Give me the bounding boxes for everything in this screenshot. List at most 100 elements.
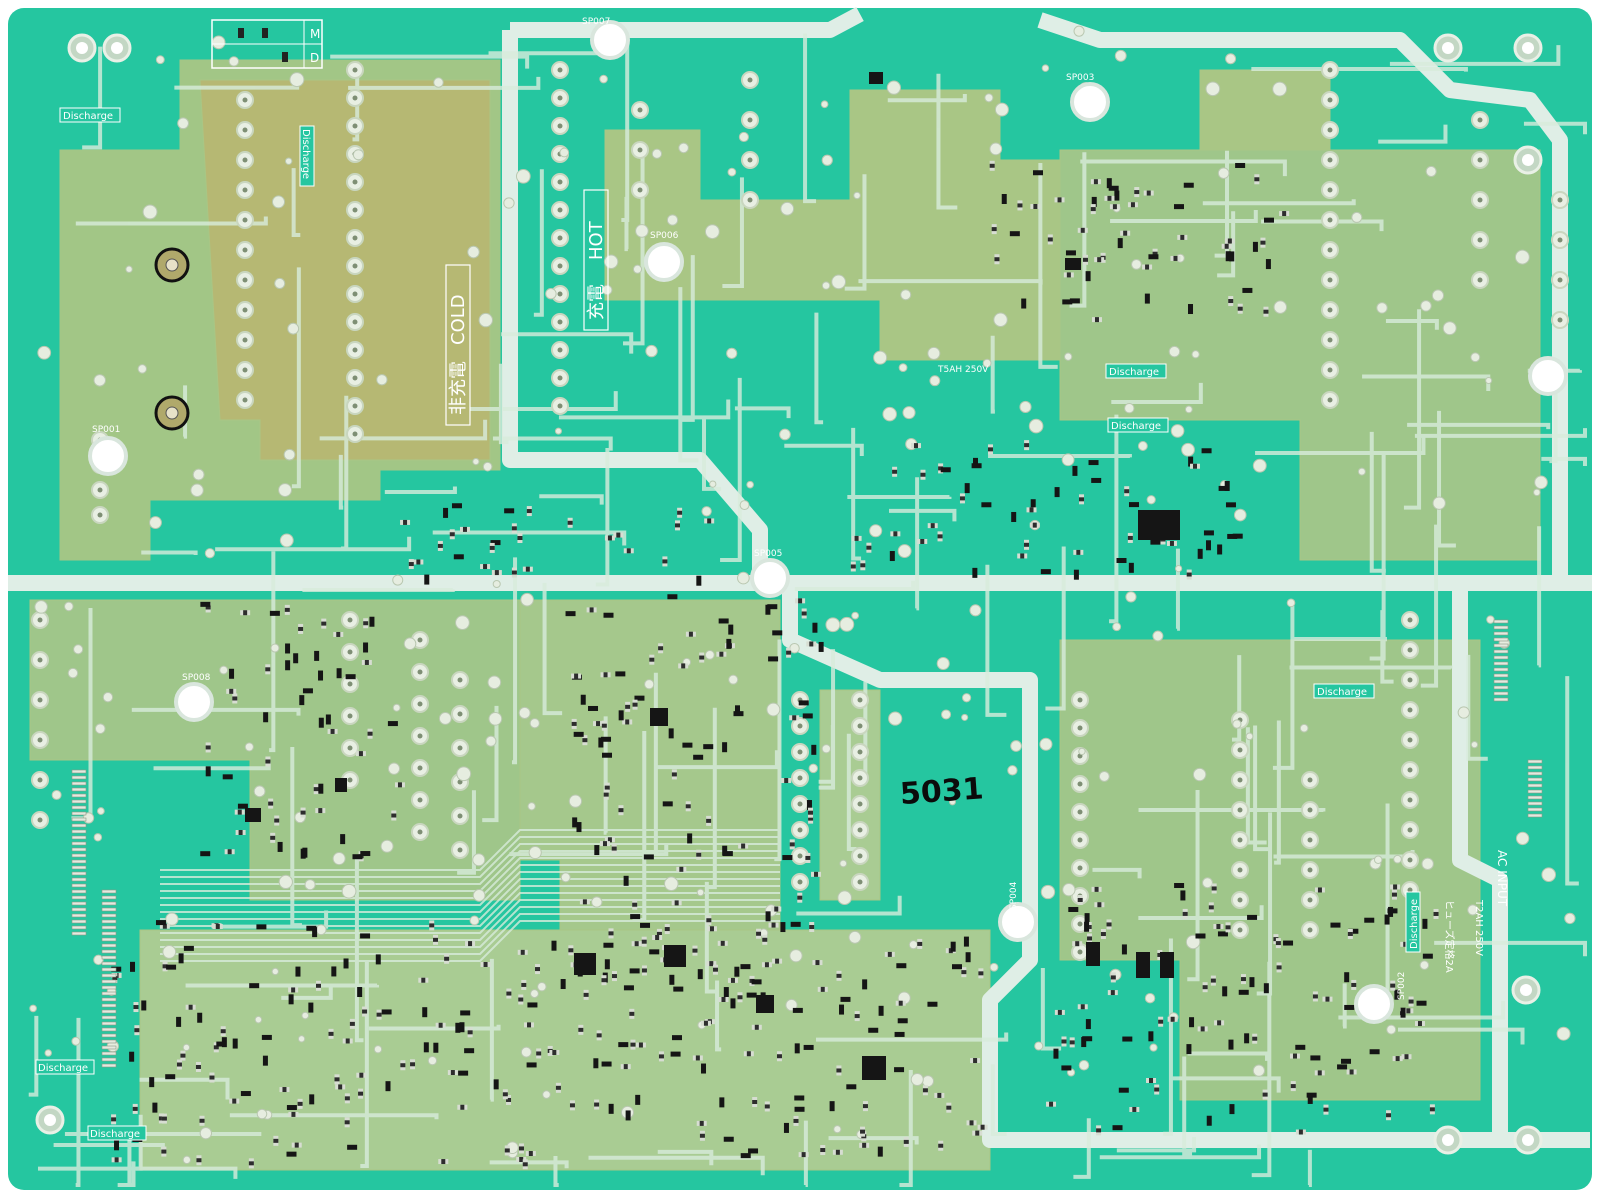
connector-pin [1493,637,1509,642]
solder-pad [821,154,833,166]
solder-pad [820,100,829,109]
smd-part [922,1085,928,1096]
solder-pad [29,1004,37,1013]
solder-pad [1112,622,1122,632]
smd-part [1077,894,1083,905]
solder-pad [1486,615,1495,624]
solder-pad [373,1045,383,1054]
smd-part [820,1145,826,1156]
smd-part [1073,549,1084,555]
smd-part [302,688,313,694]
smd-part [682,742,693,748]
smd-part [504,1145,510,1156]
pad-hole [797,775,803,781]
smd-part [240,610,251,616]
solder-pad [482,461,493,472]
smd-part [285,643,291,654]
smd-part [1403,1008,1414,1014]
smd-part [1401,1054,1412,1060]
pad-hole [347,745,353,751]
solder-pad [315,924,327,936]
pad-hole [417,637,423,643]
smd-part [792,1007,803,1013]
solder-pad [190,483,204,497]
smd-part [1143,190,1154,196]
ic-chip [1086,942,1100,966]
smd-part [802,713,813,719]
smd-part [751,1024,762,1030]
solder-pad [1419,960,1430,970]
smd-part [746,992,757,998]
solder-pad [1098,770,1110,782]
pad-hole [457,711,463,717]
connector-pin [1527,765,1543,770]
pad-hole [347,777,353,783]
smd-part [1152,248,1158,259]
smd-part [1295,1044,1306,1050]
test-point [174,682,214,722]
smd-part [1129,1106,1140,1112]
smd-part [560,979,566,990]
smd-part [868,1027,879,1033]
smd-part [490,540,501,546]
smd-part [963,936,969,947]
smd-part [394,782,405,788]
smd-part [832,1149,843,1155]
trace [1466,654,1488,761]
smd-part [978,968,984,979]
solder-pad [1146,495,1156,505]
smd-part [1082,254,1088,265]
connector-pin [71,871,87,876]
smd-part [764,1101,770,1112]
smd-part [489,542,495,553]
solder-pad [478,312,493,328]
smd-part [884,951,895,957]
smd-part [1344,1004,1355,1010]
solder-pad [341,883,357,899]
test-point-label: SP005 [754,549,782,559]
smd-part [232,693,238,704]
smd-part [1154,1084,1160,1095]
connector-pin [101,1063,117,1068]
smd-part [1433,908,1439,919]
trace [457,790,476,875]
smd-part [1263,983,1269,994]
solder-pad [1010,740,1022,752]
connector-pin [71,781,87,786]
pad-hole [347,681,353,687]
smd-part [603,789,609,800]
smd-part [1094,257,1105,263]
smd-part [756,928,762,939]
solder-pad [492,579,501,589]
smd-part [1134,187,1140,198]
smd-part [704,518,715,524]
smd-part [565,611,576,617]
trace [229,1113,439,1120]
trace [936,73,958,210]
solder-pad [137,364,147,374]
ac-input-label: AC INPUT [1495,850,1509,907]
trace [160,864,780,906]
svg-text:Discharge: Discharge [1111,421,1161,432]
smd-part [429,920,435,931]
smd-part [347,1144,358,1150]
pad-hole [1407,887,1413,893]
smd-part [1400,1007,1406,1018]
solder-pad [1351,211,1363,223]
smd-part [859,1142,870,1148]
pad-hole [557,403,563,409]
connector-pin [101,913,117,918]
smd-part [1260,237,1266,248]
ic-chip [869,72,883,84]
smd-part [1053,1048,1059,1059]
smd-part [162,961,168,972]
smd-part [748,1148,759,1154]
smd-part [400,1060,406,1071]
smd-part [805,852,811,863]
svg-text:T2AH 250V: T2AH 250V [1473,899,1484,956]
smd-part [424,574,430,585]
pad-hole [557,347,563,353]
solder-pad [488,711,503,726]
smd-part [1088,460,1099,466]
smd-part [829,1101,835,1112]
